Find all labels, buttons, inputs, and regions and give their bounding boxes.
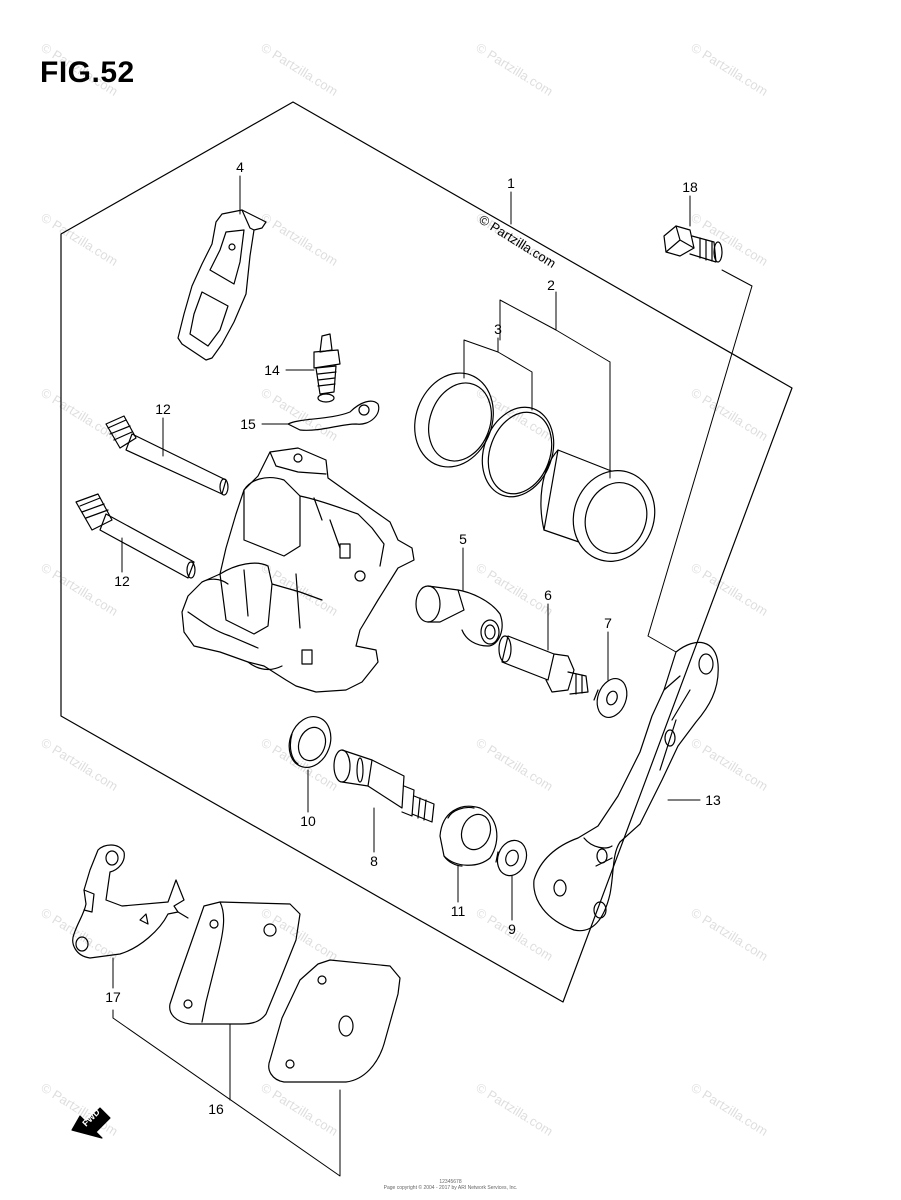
callout-10: 10 <box>300 813 316 829</box>
callout-16: 16 <box>208 1101 224 1117</box>
watermark-tile: © Partzilla.com <box>473 735 555 794</box>
part-16-pad-back <box>169 901 301 1025</box>
watermark-tile: © Partzilla.com <box>258 735 340 794</box>
watermark-tile: © Partzilla.com <box>258 560 340 619</box>
watermark-tile: © Partzilla.com <box>473 40 555 99</box>
callout-1: 1 <box>507 175 515 191</box>
watermark-tile: © Partzilla.com <box>688 560 770 619</box>
part-7-washer <box>593 678 628 718</box>
callout-15: 15 <box>240 416 256 432</box>
callout-3: 3 <box>494 321 502 337</box>
part-6-pin-bolt <box>498 635 589 695</box>
part-13-bracket <box>533 641 719 932</box>
part-2-piston <box>540 449 656 562</box>
watermark-tile: © Partzilla.com <box>688 735 770 794</box>
figure-title: FIG.52 <box>40 56 135 89</box>
part-15-clip <box>287 400 380 431</box>
watermark-tile: © Partzilla.com <box>473 1080 555 1139</box>
callout-labels: 1 2 3 4 5 6 7 8 9 10 11 12 12 13 14 15 1… <box>105 159 721 1117</box>
caliper-body <box>181 447 415 693</box>
fwd-arrow-icon <box>71 1107 111 1139</box>
callout-12-lower: 12 <box>114 573 130 589</box>
callout-6: 6 <box>544 587 552 603</box>
callout-2: 2 <box>547 277 555 293</box>
part-18-bolt <box>663 225 723 263</box>
part-3-seal-left <box>414 372 494 468</box>
callout-8: 8 <box>370 853 378 869</box>
footer-code: 12345678 <box>439 1179 462 1185</box>
part-11-boot <box>439 805 498 867</box>
callout-12-upper: 12 <box>155 401 171 417</box>
watermark-tile: © Partzilla.com <box>258 1080 340 1139</box>
watermark-tile: © Partzilla.com <box>688 40 770 99</box>
part-17-spring-plate <box>72 844 189 959</box>
part-3-seal-right <box>481 406 555 498</box>
part-14-bleeder-valve <box>313 333 341 403</box>
watermark-tile: © Partzilla.com <box>688 1080 770 1139</box>
callout-13: 13 <box>705 792 721 808</box>
part-9-washer <box>495 839 528 877</box>
part-5-sleeve <box>415 585 503 647</box>
watermark-tile: © Partzilla.com <box>258 210 340 269</box>
watermark-tile: © Partzilla.com <box>688 905 770 964</box>
watermark-tile: © Partzilla.com <box>688 210 770 269</box>
watermark-tile: © Partzilla.com <box>38 560 120 619</box>
watermark-tile: © Partzilla.com <box>688 385 770 444</box>
watermark-tile: © Partzilla.com <box>38 210 120 269</box>
part-8-slide-pin <box>333 749 435 823</box>
footer-copyright: Page copyright © 2004 - 2017 by ARI Netw… <box>383 1185 518 1191</box>
part-4-shim <box>177 209 267 361</box>
callout-11: 11 <box>451 903 466 919</box>
watermark-inline: © Partzilla.com <box>476 212 558 271</box>
callout-7: 7 <box>604 615 612 631</box>
watermark-layer: © Partzilla.com © Partzilla.com © Partzill… <box>38 40 770 1139</box>
callout-9: 9 <box>508 921 516 937</box>
watermark-tile: © Partzilla.com <box>38 40 120 99</box>
watermark-tile: © Partzilla.com <box>38 385 120 444</box>
leader-lines <box>112 175 753 1177</box>
part-10-dust-boot <box>288 716 332 768</box>
part-16-pad-front <box>268 959 401 1083</box>
assembly-outline <box>60 101 793 1003</box>
callout-14: 14 <box>264 362 280 378</box>
callout-17: 17 <box>105 989 121 1005</box>
callout-18: 18 <box>682 179 698 195</box>
watermark-tile: © Partzilla.com <box>38 735 120 794</box>
part-12-pin-lower <box>75 493 196 579</box>
watermark-tile: © Partzilla.com <box>258 40 340 99</box>
callout-4: 4 <box>236 159 244 175</box>
callout-5: 5 <box>459 531 467 547</box>
part-12-pin-upper <box>105 415 229 496</box>
